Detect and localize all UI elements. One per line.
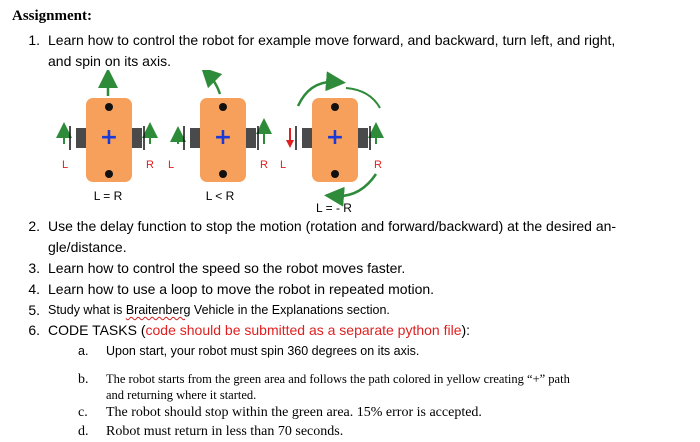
subitem-text: Upon start, your robot must spin 360 deg… bbox=[106, 344, 420, 358]
item-text-rest: Vehicle in the Explanations section. bbox=[190, 303, 390, 317]
subitem-text: Robot must return in less than 70 second… bbox=[106, 424, 344, 439]
subitem-label: a. bbox=[78, 344, 89, 358]
item-text: Learn how to control the robot for examp… bbox=[48, 32, 616, 48]
subitem-label: b. bbox=[78, 372, 89, 387]
item-text-close: ): bbox=[461, 322, 471, 338]
item-text: Learn how to control the speed so the ro… bbox=[48, 260, 406, 276]
item-text: CODE TASKS ( bbox=[48, 322, 146, 338]
right-label: R bbox=[374, 159, 382, 171]
item-number: 4. bbox=[28, 281, 40, 297]
robot-motion-diagram: + L R L = R + L R L < R + bbox=[56, 70, 384, 215]
left-label: L bbox=[280, 159, 286, 171]
plus-icon: + bbox=[214, 125, 232, 150]
item-text: Study what is bbox=[48, 303, 126, 317]
item-number: 1. bbox=[28, 32, 40, 48]
item-text: Use the delay function to stop the motio… bbox=[48, 218, 617, 234]
submission-note: code should be submitted as a separate p… bbox=[145, 322, 462, 338]
right-label: R bbox=[146, 159, 154, 171]
subitem-text: The robot starts from the green area and… bbox=[106, 372, 570, 386]
subitem-text-continued: and returning where it started. bbox=[106, 388, 257, 402]
item-number: 6. bbox=[28, 322, 40, 338]
subitem-label: d. bbox=[78, 424, 89, 439]
right-label: R bbox=[260, 159, 268, 171]
caption: L < R bbox=[206, 189, 235, 203]
item-text-continued: gle/distance. bbox=[48, 239, 127, 255]
left-label: L bbox=[62, 159, 68, 171]
item-text-continued: and spin on its axis. bbox=[48, 53, 171, 69]
caption: L = - R bbox=[316, 201, 352, 215]
robot-straight: + L R L = R bbox=[56, 70, 158, 203]
plus-icon: + bbox=[100, 125, 118, 150]
robot-turn-left: + L R L < R bbox=[168, 70, 272, 203]
robot-spin: + L R L = - R bbox=[280, 71, 384, 215]
plus-icon: + bbox=[326, 125, 344, 150]
caption: L = R bbox=[94, 189, 123, 203]
subitem-text: The robot should stop within the green a… bbox=[106, 405, 482, 420]
item-number: 2. bbox=[28, 218, 40, 234]
subitem-label: c. bbox=[78, 405, 88, 420]
reverse-arrow-icon bbox=[286, 140, 294, 148]
left-label: L bbox=[168, 159, 174, 171]
item-number: 3. bbox=[28, 260, 40, 276]
assignment-heading: Assignment: bbox=[12, 8, 93, 24]
item-number: 5. bbox=[28, 302, 40, 318]
item-text: Learn how to use a loop to move the robo… bbox=[48, 281, 435, 297]
braitenberg-misspelled-word: Braitenberg bbox=[125, 303, 191, 317]
